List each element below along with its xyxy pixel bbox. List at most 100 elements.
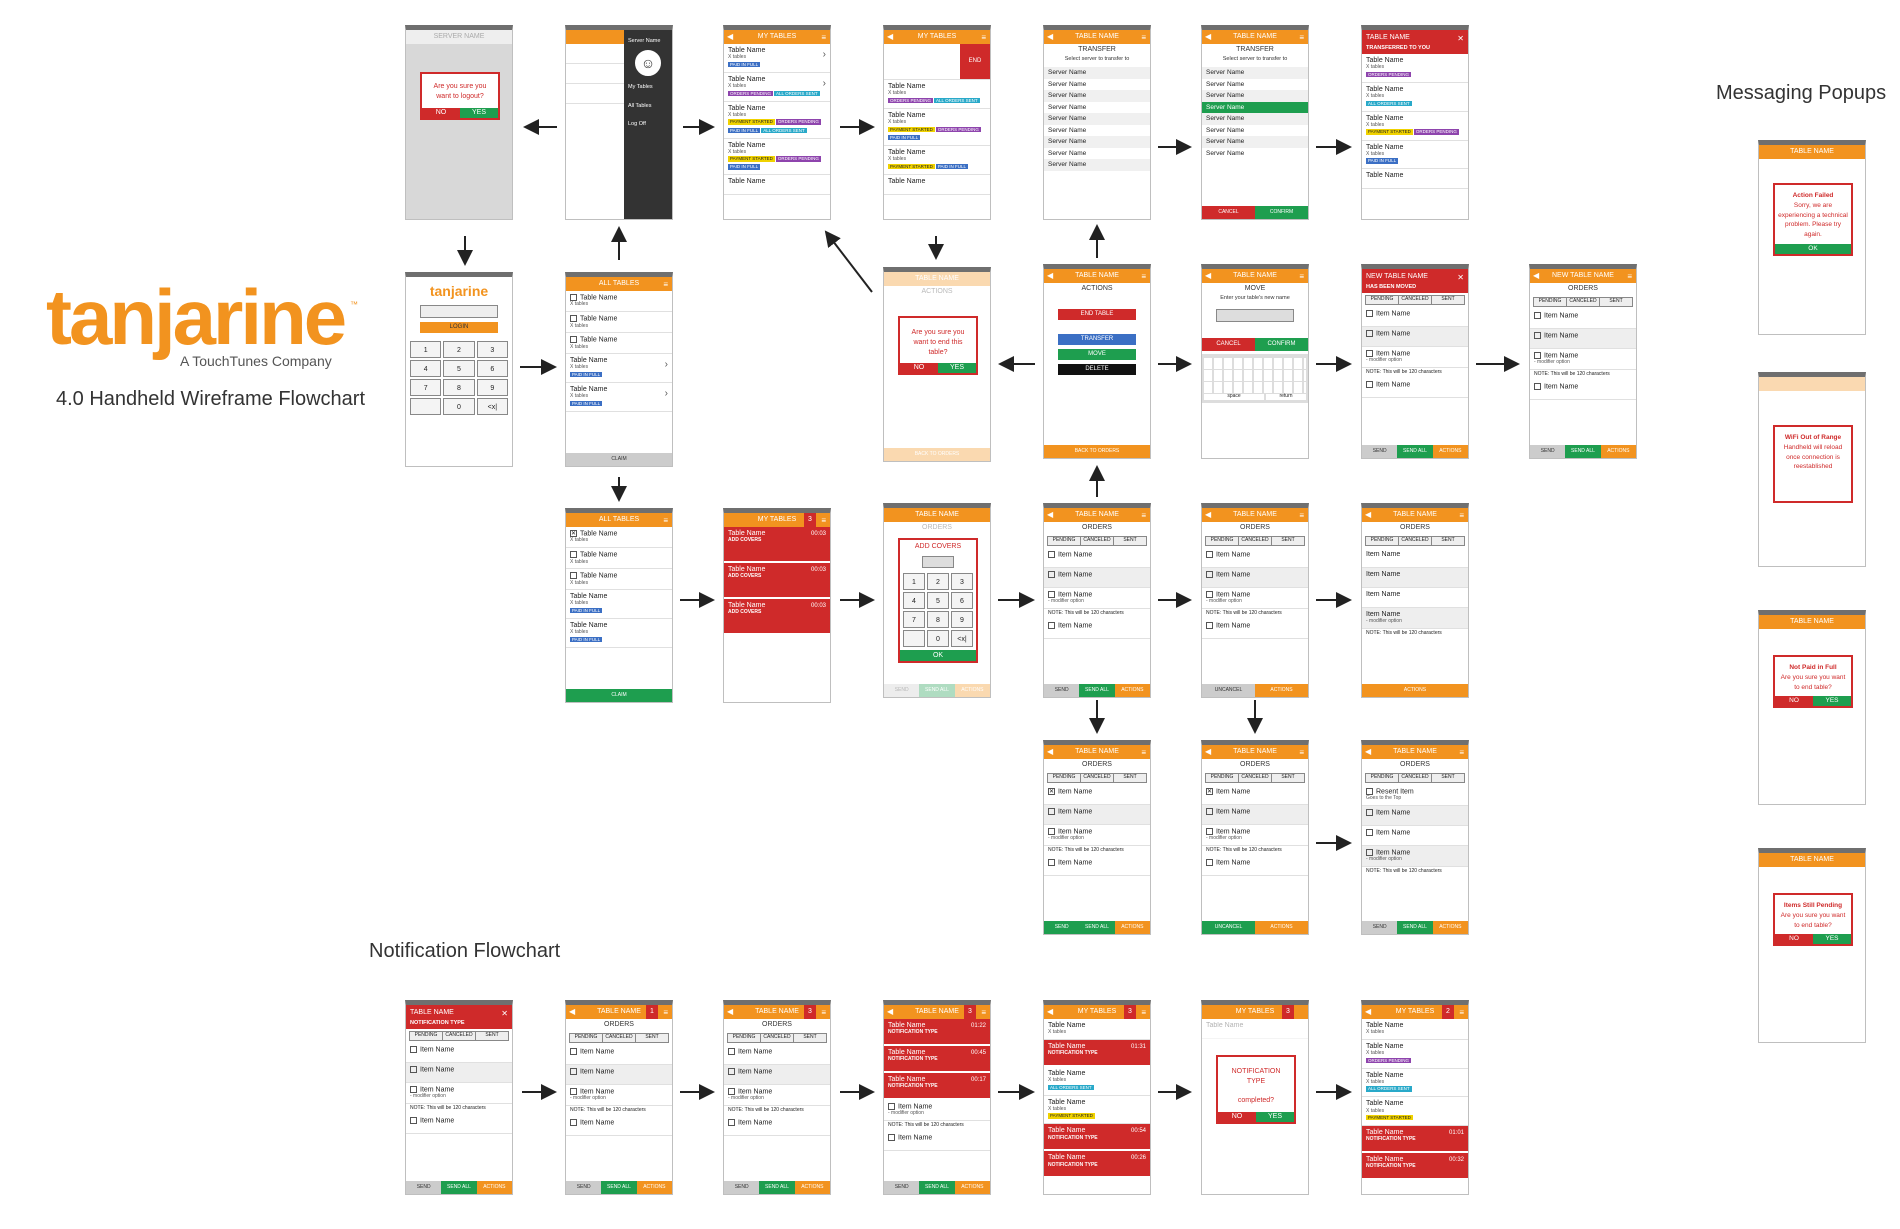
close-icon[interactable]: ✕: [1457, 273, 1464, 282]
order-item[interactable]: Item Name: [1044, 548, 1150, 568]
send-button[interactable]: SEND: [1044, 921, 1080, 934]
yes-button[interactable]: YES: [460, 107, 498, 118]
order-item[interactable]: Item Name: [1362, 378, 1468, 398]
order-item[interactable]: Item Name: [1362, 826, 1468, 846]
server-option[interactable]: Server Name: [1206, 149, 1245, 157]
table-row[interactable]: Table Name: [1362, 169, 1468, 190]
order-item[interactable]: Item Name: [1530, 309, 1636, 329]
end-button[interactable]: END: [960, 44, 990, 79]
close-icon[interactable]: ✕: [501, 1009, 508, 1018]
server-option[interactable]: Server Name: [1044, 67, 1150, 79]
cancel-button[interactable]: CANCEL: [1202, 206, 1255, 219]
send-all-button[interactable]: SEND ALL: [1565, 445, 1601, 458]
order-item[interactable]: Item Name- modifier option: [406, 1083, 512, 1104]
server-option[interactable]: Server Name: [1044, 136, 1150, 148]
no-button[interactable]: NO: [1775, 934, 1813, 945]
server-option[interactable]: Server Name: [1202, 113, 1308, 125]
server-option[interactable]: Server Name: [1202, 136, 1308, 148]
menu-log-off[interactable]: Log Off: [628, 120, 646, 127]
ok-button[interactable]: OK: [900, 650, 976, 662]
order-item[interactable]: Item Name: [1362, 307, 1468, 327]
server-option[interactable]: Server Name: [1044, 90, 1150, 102]
actions-button[interactable]: ACTIONS: [1114, 921, 1150, 934]
actions-button[interactable]: ACTIONS: [636, 1181, 672, 1194]
key[interactable]: 5: [443, 360, 475, 378]
key[interactable]: 3: [476, 341, 508, 359]
order-item[interactable]: Item Name- modifier option: [884, 1100, 990, 1122]
confirm-button[interactable]: CONFIRM: [1255, 206, 1308, 219]
order-item[interactable]: Item Name: [724, 1116, 830, 1136]
no-button[interactable]: NO: [422, 107, 460, 118]
actions-button[interactable]: ACTIONS: [794, 1181, 830, 1194]
order-item[interactable]: Item Name: [1530, 328, 1636, 349]
order-item[interactable]: Item Name: [1362, 326, 1468, 347]
no-button[interactable]: NO: [900, 363, 938, 374]
confirm-button[interactable]: CONFIRM: [1255, 338, 1308, 352]
server-option[interactable]: Server Name: [1048, 126, 1087, 134]
order-item[interactable]: Item Name- modifier option: [566, 1085, 672, 1106]
login-button[interactable]: LOGIN: [420, 322, 498, 334]
send-button[interactable]: SEND: [406, 1181, 442, 1194]
key[interactable]: 6: [476, 360, 508, 378]
claim-button[interactable]: CLAIM: [566, 453, 672, 466]
key[interactable]: 4: [410, 360, 442, 378]
send-button[interactable]: SEND: [884, 1181, 920, 1194]
order-item[interactable]: Item Name: [1044, 856, 1150, 876]
key[interactable]: 9: [476, 379, 508, 397]
backspace-key[interactable]: <x|: [476, 398, 508, 416]
close-icon[interactable]: ✕: [1457, 34, 1464, 43]
order-item[interactable]: Item Name: [406, 1062, 512, 1083]
server-option[interactable]: Server Name: [1206, 126, 1245, 134]
send-button[interactable]: SEND: [1044, 684, 1080, 697]
order-item[interactable]: Item Name- modifier option: [1202, 588, 1308, 609]
order-item[interactable]: Item Name- modifier option: [1044, 588, 1150, 609]
key[interactable]: 0: [927, 630, 949, 648]
cancel-button[interactable]: CANCEL: [1202, 338, 1255, 352]
order-item[interactable]: Item Name: [406, 1114, 512, 1134]
order-item[interactable]: Item Name: [724, 1064, 830, 1085]
yes-button[interactable]: YES: [1813, 696, 1851, 707]
menu-all-tables[interactable]: All Tables: [628, 102, 652, 109]
send-button[interactable]: SEND: [1362, 445, 1398, 458]
actions-button[interactable]: ACTIONS: [954, 1181, 990, 1194]
send-all-button[interactable]: SEND ALL: [1079, 921, 1115, 934]
no-button[interactable]: NO: [1218, 1112, 1256, 1123]
order-item[interactable]: Item Name- modifier option: [1362, 607, 1468, 629]
order-item[interactable]: Item Name: [884, 1131, 990, 1151]
order-item[interactable]: Item Name- modifier option: [1202, 825, 1308, 846]
key[interactable]: 7: [903, 611, 925, 629]
yes-button[interactable]: YES: [938, 363, 976, 374]
send-all-button[interactable]: SEND ALL: [759, 1181, 795, 1194]
order-item[interactable]: Item Name: [1202, 619, 1308, 639]
order-item[interactable]: ✕Item Name: [1202, 785, 1308, 805]
actions-button[interactable]: ACTIONS: [1432, 921, 1468, 934]
order-item[interactable]: Item Name: [724, 1045, 830, 1065]
order-item[interactable]: Item Name- modifier option: [724, 1085, 830, 1106]
actions-button[interactable]: ACTIONS: [1114, 684, 1150, 697]
send-button[interactable]: SEND: [884, 684, 920, 697]
order-item[interactable]: Item Name: [1362, 548, 1468, 568]
order-item[interactable]: ✕Item Name: [1044, 785, 1150, 805]
